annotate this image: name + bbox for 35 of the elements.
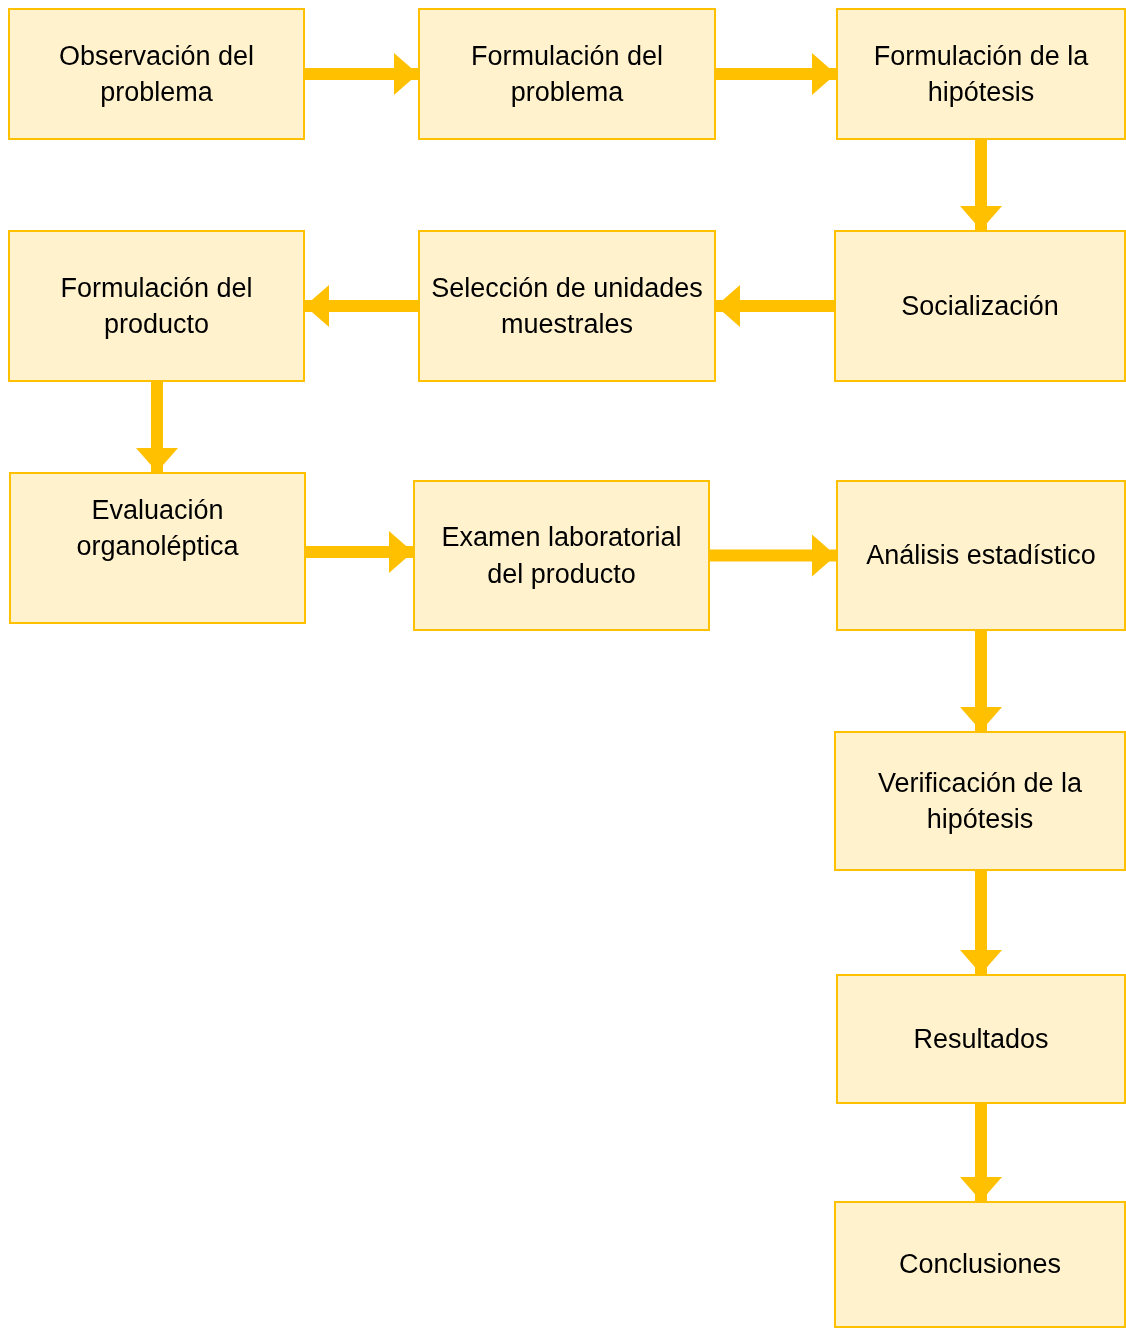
box-label: Formulación del problema	[469, 39, 665, 109]
process-box	[836, 8, 1126, 140]
process-box	[8, 230, 305, 382]
arrow	[305, 53, 418, 95]
arrow	[305, 285, 418, 327]
box-label: Formulación de la hipótesis	[872, 39, 1090, 109]
arrow	[960, 871, 1002, 974]
process-box	[418, 230, 716, 382]
process-box	[836, 974, 1126, 1104]
box-label: Selección de unidades muestrales	[430, 271, 704, 341]
box-label: Resultados	[913, 1022, 1049, 1056]
process-box	[9, 472, 306, 624]
box-label: Examen laboratorial del producto	[440, 521, 683, 591]
arrow	[136, 382, 178, 472]
process-box	[834, 731, 1126, 871]
process-box	[418, 8, 716, 140]
box-label: Evaluación organoléptica	[75, 494, 240, 564]
box-label: Observación del problema	[57, 39, 256, 109]
box-label: Socialización	[901, 289, 1059, 323]
arrow	[960, 1104, 1002, 1201]
box-label: Análisis estadístico	[866, 539, 1096, 573]
box-label: Verificación de la hipótesis	[876, 766, 1084, 836]
process-box	[834, 230, 1126, 382]
arrow	[716, 53, 836, 95]
arrow	[710, 534, 836, 577]
arrow	[960, 140, 1002, 230]
box-label: Conclusiones	[898, 1248, 1062, 1282]
arrow	[306, 531, 413, 573]
process-box	[834, 1201, 1126, 1328]
box-label: Formulación del producto	[59, 271, 254, 341]
process-box	[413, 480, 710, 631]
process-box	[8, 8, 305, 140]
arrow	[960, 631, 1002, 731]
arrow	[716, 285, 834, 327]
process-box	[836, 480, 1126, 631]
